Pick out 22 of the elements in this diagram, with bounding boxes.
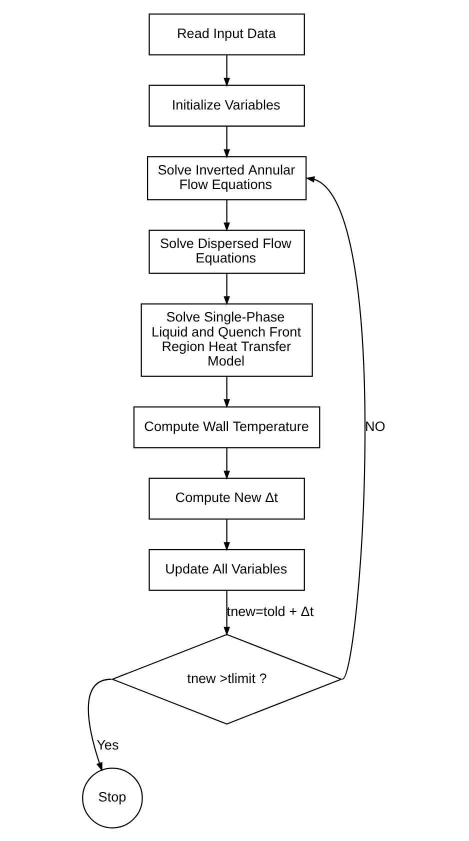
node-box: Update All Variables [148, 548, 305, 590]
arrow [224, 54, 230, 86]
arrow [224, 376, 230, 408]
edge-label: Yes [96, 737, 119, 752]
node-box: Solve Dispersed Flow Equations [148, 229, 305, 274]
node-box: Solve Inverted Annular Flow Equations [147, 156, 307, 200]
arrow [224, 272, 230, 305]
arrow [224, 518, 230, 551]
arrow [224, 590, 230, 636]
arrow [224, 199, 230, 232]
node-diamond: tnew >tlimit ? [110, 633, 343, 724]
arrow [224, 448, 230, 480]
node-box: Initialize Variables [148, 84, 305, 126]
arrow [306, 176, 366, 679]
node-box: Read Input Data [148, 12, 305, 55]
arrow [224, 126, 230, 158]
arrow [88, 678, 112, 772]
node-box: Compute New Δt [148, 477, 305, 520]
node-circle: Stop [82, 767, 143, 828]
node-box: Compute Wall Temperature [133, 406, 320, 448]
node-box: Solve Single-Phase Liquid and Quench Front Region Heat Transfer Model [140, 302, 313, 376]
edge-label: NO [364, 418, 386, 434]
